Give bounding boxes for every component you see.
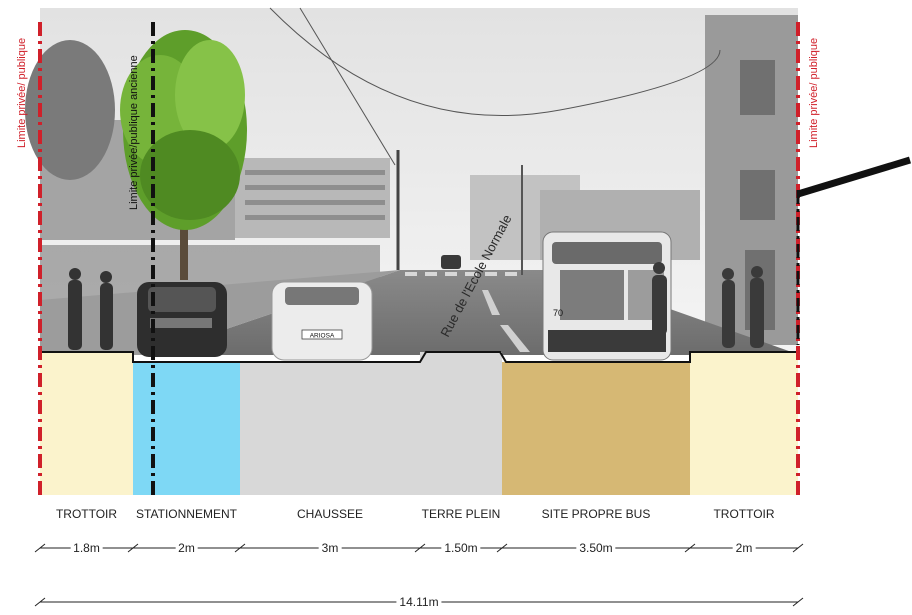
- section-width-trottoir: 2m: [732, 541, 756, 555]
- dimension-tick-3: [414, 543, 426, 553]
- dimension-tick-1: [127, 543, 139, 553]
- overhead-wire: [269, 7, 721, 116]
- section-width-terre-plein: 1.50m: [441, 541, 481, 555]
- dimension-tick-6: [792, 543, 804, 553]
- total-tick-left: [34, 597, 46, 607]
- distant-car: [441, 255, 461, 269]
- overhead-wire-2: [299, 7, 396, 166]
- section-block-trottoir-0: [40, 352, 133, 495]
- dimension-tick-5: [684, 543, 696, 553]
- section-width-site-propre-bus: 3.50m: [576, 541, 616, 555]
- license-plate: ARIOSA: [310, 333, 335, 340]
- dimension-tick-4: [496, 543, 508, 553]
- bus-number: 70: [553, 308, 563, 318]
- section-block-chaussee-2: [240, 362, 420, 495]
- right-boundary-label: Limite privée/ publique: [808, 37, 820, 148]
- dimension-tick-2: [234, 543, 246, 553]
- section-label-stationnement: STATIONNEMENT: [136, 507, 237, 521]
- section-label-trottoir: TROTTOIR: [55, 507, 118, 521]
- section-block-stationnement-1: [133, 362, 240, 495]
- pedestrians-right: [652, 262, 764, 348]
- section-block-trottoir-5: [690, 352, 798, 495]
- section-block-terre-plein-3: [420, 352, 502, 495]
- total-width-label: 14.11m: [396, 595, 442, 609]
- total-tick-right: [792, 597, 804, 607]
- bus-icon: 70: [542, 231, 672, 361]
- profile-sections: [40, 352, 798, 495]
- section-label-site-propre-bus: SITE PROPRE BUS: [541, 507, 651, 521]
- section-width-chaussee: 3m: [318, 541, 342, 555]
- crosswalk: [405, 272, 517, 276]
- section-label-trottoir: TROTTOIR: [713, 507, 775, 521]
- dimension-tick-0: [34, 543, 46, 553]
- ground-profile-line: [40, 351, 798, 363]
- left-boundary-label: Limite privée/ publique: [16, 37, 28, 148]
- pedestrians-left: [68, 268, 113, 350]
- parked-car-icon: [137, 282, 227, 357]
- section-label-chaussee: CHAUSSEE: [296, 507, 364, 521]
- old-boundary-label: Limite privée/publique ancienne: [128, 55, 140, 210]
- section-width-stationnement: 2m: [175, 541, 198, 555]
- left-tree: [25, 40, 115, 180]
- lane-markings: [482, 290, 530, 352]
- section-block-site-propre-bus-4: [502, 362, 690, 495]
- street-photo: Rue de l'Ecole Normale: [25, 7, 800, 361]
- left-building-windows: [245, 170, 385, 220]
- white-car-icon: ARIOSA: [271, 281, 373, 361]
- section-label-terre-plein: TERRE PLEIN: [421, 507, 501, 521]
- tree-trunk: [180, 200, 188, 280]
- section-width-trottoir: 1.8m: [70, 541, 103, 555]
- boundary-marker-bar: [796, 156, 912, 198]
